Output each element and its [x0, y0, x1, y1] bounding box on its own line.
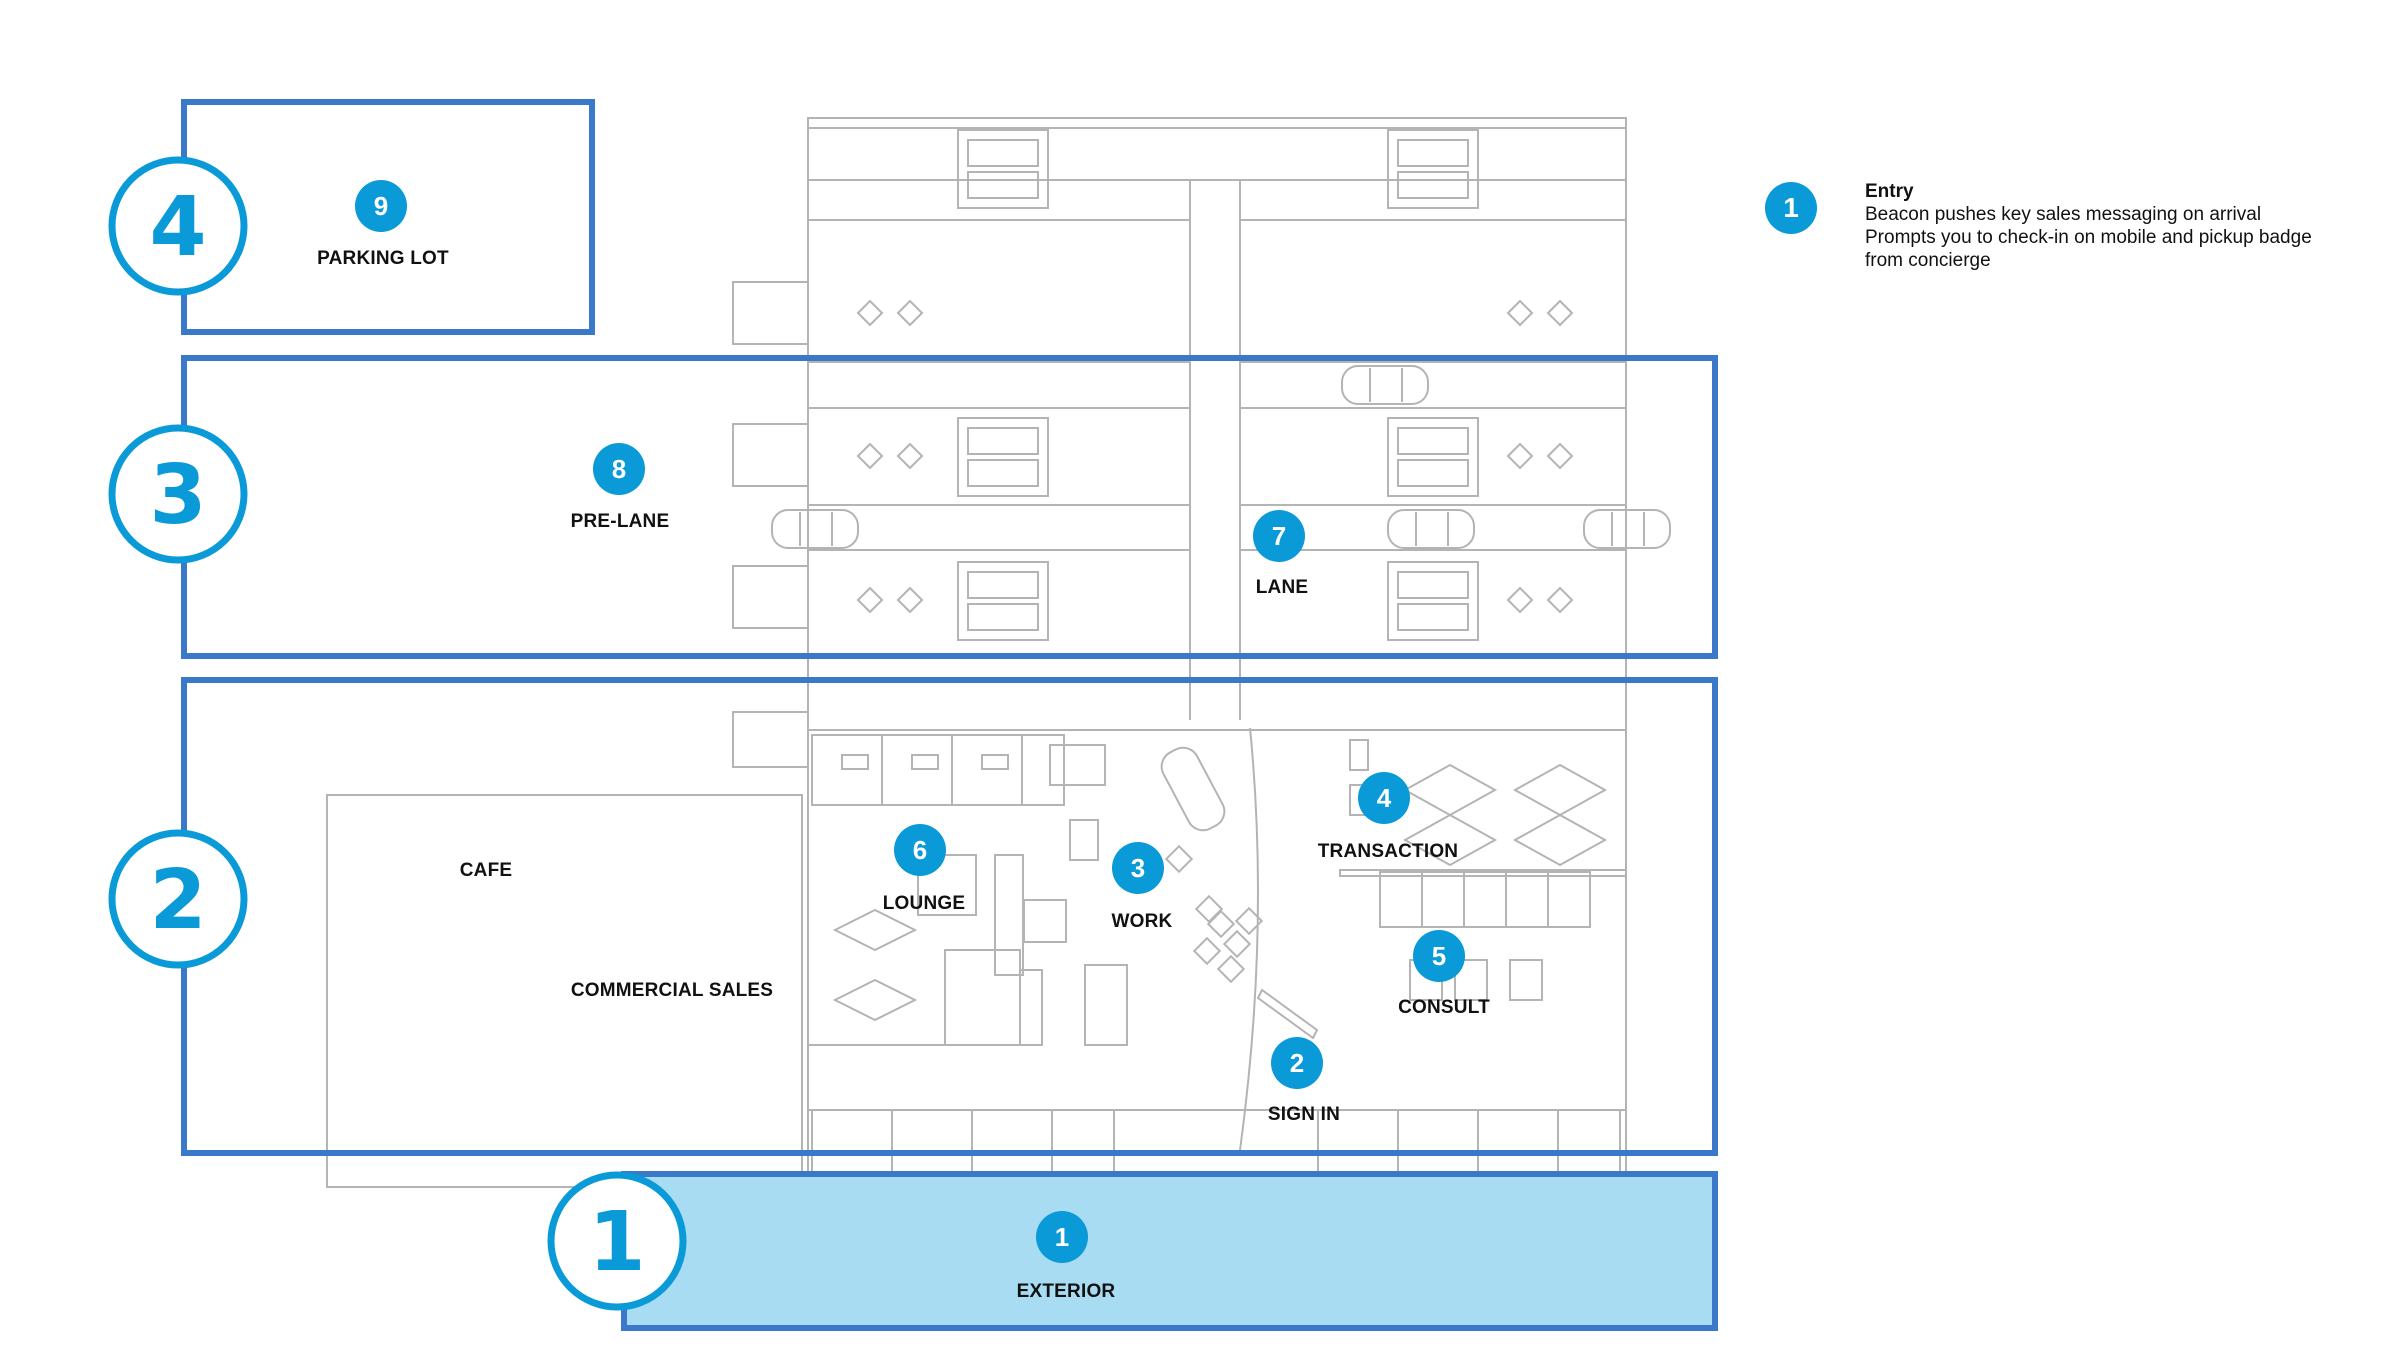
label-cafe: CAFE [460, 860, 513, 881]
bottom-offices [811, 1109, 1621, 1181]
legend-badge: 1 [1765, 182, 1817, 234]
lounge-furniture [832, 744, 1128, 1046]
label-work: WORK [1112, 911, 1173, 932]
badge-parking-lot[interactable]: 9 [355, 180, 407, 232]
label-exterior: EXTERIOR [1017, 1281, 1116, 1302]
badge-sign-in[interactable]: 2 [1271, 1037, 1323, 1089]
zone-1-number: 1 [588, 1195, 645, 1290]
vehicle-lifts [957, 129, 1479, 641]
badge-transaction[interactable]: 4 [1358, 772, 1410, 824]
label-commercial-sales: COMMERCIAL SALES [571, 980, 773, 1001]
svg-text:3: 3 [1131, 853, 1145, 883]
svg-text:7: 7 [1272, 521, 1286, 551]
legend-text: Entry Beacon pushes key sales messaging … [1865, 180, 2325, 272]
badge-lane[interactable]: 7 [1253, 510, 1305, 562]
area-labels: PARKING LOT PRE-LANE LANE CAFE COMMERCIA… [317, 248, 1490, 1302]
legend-line-2: Prompts you to check-in on mobile and pi… [1865, 227, 2312, 271]
label-lane: LANE [1256, 577, 1309, 598]
zone-number-circles: 4 3 2 1 [108, 156, 687, 1311]
legend-title: Entry [1865, 181, 1914, 202]
offices-row [811, 734, 1065, 806]
svg-text:2: 2 [1290, 1048, 1304, 1078]
zone-1-box [621, 1171, 1718, 1331]
label-lounge: LOUNGE [883, 893, 965, 914]
zone-2-number: 2 [149, 853, 206, 948]
zone-3-circle: 3 [108, 424, 248, 564]
svg-text:6: 6 [913, 835, 927, 865]
svg-text:9: 9 [374, 191, 388, 221]
zones [181, 99, 1718, 1331]
badge-work[interactable]: 3 [1112, 842, 1164, 894]
label-consult: CONSULT [1398, 997, 1490, 1018]
zone-1-circle: 1 [547, 1171, 687, 1311]
zone-3-number: 3 [149, 448, 206, 543]
step-badges: 9 8 7 6 3 4 5 2 [355, 180, 1465, 1263]
svg-text:5: 5 [1432, 941, 1446, 971]
floor-markers [856, 299, 1574, 614]
zone-4-circle: 4 [108, 156, 248, 296]
zone-2-circle: 2 [108, 829, 248, 969]
badge-exterior[interactable]: 1 [1036, 1211, 1088, 1263]
zone-4-number: 4 [149, 180, 206, 275]
badge-pre-lane[interactable]: 8 [593, 443, 645, 495]
label-sign-in: SIGN IN [1268, 1104, 1340, 1125]
badge-lounge[interactable]: 6 [894, 824, 946, 876]
zone-2-box [181, 677, 1718, 1156]
badge-consult[interactable]: 5 [1413, 930, 1465, 982]
work-furniture [1164, 844, 1264, 984]
label-pre-lane: PRE-LANE [571, 511, 670, 532]
transaction-furniture [1339, 739, 1627, 877]
legend-line-1: Beacon pushes key sales messaging on arr… [1865, 204, 2262, 225]
svg-text:4: 4 [1377, 783, 1392, 813]
label-transaction: TRANSACTION [1318, 841, 1458, 862]
svg-text:1: 1 [1055, 1222, 1069, 1252]
svg-text:8: 8 [612, 454, 626, 484]
label-parking-lot: PARKING LOT [317, 248, 449, 269]
car-icons [771, 365, 1671, 832]
consult-furniture [1379, 871, 1591, 1001]
zone-3-box [181, 355, 1718, 659]
